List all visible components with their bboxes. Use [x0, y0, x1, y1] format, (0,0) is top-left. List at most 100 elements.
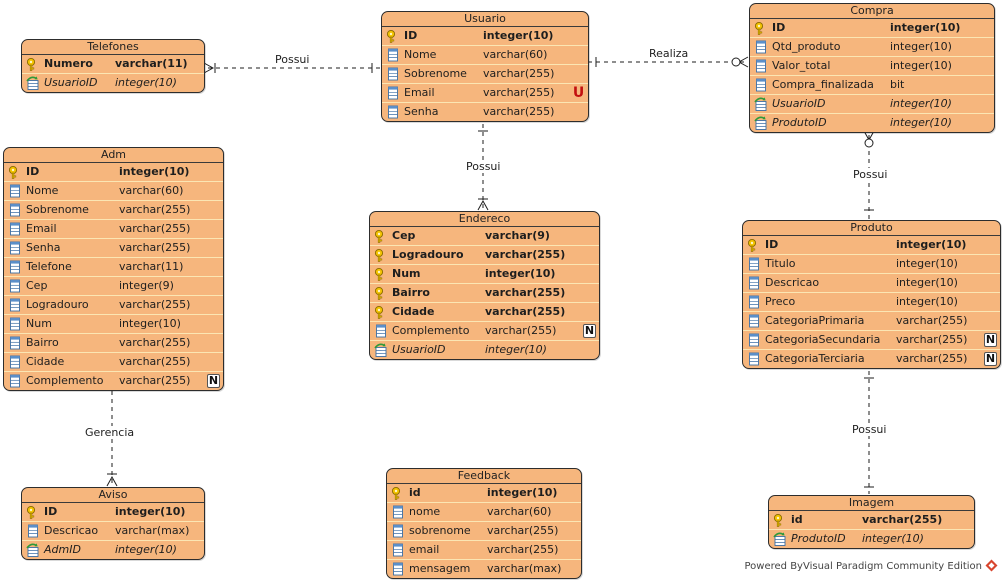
primary-key-icon — [754, 21, 768, 35]
entity-title: Endereco — [370, 212, 599, 227]
attribute-type: varchar(255) — [896, 314, 968, 327]
relationship-produto-imagem[interactable] — [864, 371, 874, 494]
attribute-type: integer(10) — [896, 276, 958, 289]
attribute-type: integer(10) — [485, 343, 547, 356]
attribute-type: integer(10) — [487, 486, 558, 499]
entity-title: Feedback — [387, 469, 581, 484]
column-icon — [391, 562, 405, 576]
attribute-name: ID — [772, 21, 786, 34]
attribute-type: varchar(255) — [119, 222, 191, 235]
attribute-type: varchar(11) — [119, 260, 184, 273]
entity-title: Imagem — [769, 496, 974, 511]
relationship-usuario-compra[interactable] — [588, 56, 749, 68]
column-icon — [747, 295, 761, 309]
foreign-key-icon — [773, 532, 787, 546]
attribute-type: varchar(11) — [115, 57, 188, 70]
attribute-row[interactable]: Descricao integer(10) — [743, 274, 1000, 293]
relationship-label: Possui — [852, 168, 889, 181]
attribute-name: Descricao — [765, 276, 820, 289]
primary-key-icon — [8, 165, 22, 179]
attribute-name: Bairro — [392, 286, 430, 299]
attribute-name: Qtd_produto — [772, 40, 841, 53]
column-icon — [8, 279, 22, 293]
cardinality-zero-mark — [731, 57, 741, 67]
attribute-row[interactable]: ID integer(10) — [750, 19, 994, 38]
column-icon — [747, 276, 761, 290]
entity-title: Usuario — [382, 12, 588, 27]
column-icon — [8, 355, 22, 369]
attribute-type: varchar(255) — [119, 374, 191, 387]
relationship-usuario-telefones[interactable] — [203, 62, 380, 74]
attribute-type: integer(10) — [890, 21, 961, 34]
primary-key-icon — [391, 486, 405, 500]
attribute-type: integer(10) — [115, 76, 177, 89]
column-icon — [386, 48, 400, 62]
attribute-type: integer(10) — [119, 165, 190, 178]
attribute-type: varchar(max) — [487, 562, 562, 575]
attribute-name: Cidade — [392, 305, 435, 318]
attribute-type: varchar(255) — [862, 513, 943, 526]
attribute-type: integer(10) — [485, 267, 556, 280]
entity-title: Compra — [750, 4, 994, 19]
attribute-name: Complemento — [392, 324, 470, 337]
attribute-type: varchar(255) — [483, 86, 555, 99]
cardinality-many-mark — [203, 62, 215, 74]
